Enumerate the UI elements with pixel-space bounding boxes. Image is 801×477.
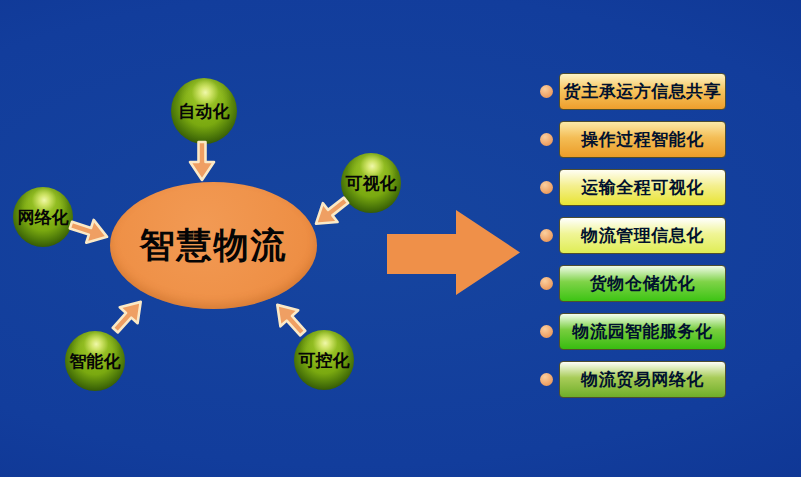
bullet-icon	[540, 373, 553, 386]
bullet-icon	[540, 229, 553, 242]
sphere-controllability-label: 可控化	[299, 349, 350, 372]
connector-arrow-icon	[63, 210, 114, 252]
bullet-icon	[540, 181, 553, 194]
bullet-icon	[540, 277, 553, 290]
list-item-label: 货主承运方信息共享	[564, 80, 722, 103]
list-item-bar: 运输全程可视化	[559, 169, 726, 206]
list-item-label: 货物仓储优化	[590, 272, 695, 295]
list-item-label: 操作过程智能化	[581, 128, 704, 151]
big-right-arrow-icon	[386, 209, 522, 297]
list-item-bar: 物流园智能服务化	[559, 313, 726, 350]
center-ellipse-label: 智慧物流	[140, 222, 288, 269]
list-item-bar: 物流贸易网络化	[559, 361, 726, 398]
bullet-icon	[540, 325, 553, 338]
list-item-label: 运输全程可视化	[581, 176, 704, 199]
center-ellipse: 智慧物流	[110, 182, 317, 309]
list-item-bar: 物流管理信息化	[559, 217, 726, 254]
bullet-icon	[540, 85, 553, 98]
connector-arrow-icon	[187, 139, 217, 183]
sphere-automation: 自动化	[171, 78, 237, 144]
sphere-network-label: 网络化	[18, 206, 69, 229]
list-item-label: 物流园智能服务化	[573, 320, 713, 343]
list-item-label: 物流贸易网络化	[581, 368, 704, 391]
list-item-bar: 货物仓储优化	[559, 265, 726, 302]
list-item-bar: 操作过程智能化	[559, 121, 726, 158]
sphere-intelligence-label: 智能化	[70, 350, 121, 373]
sphere-automation-label: 自动化	[179, 100, 230, 123]
sphere-controllability: 可控化	[294, 330, 354, 390]
list-item-bar: 货主承运方信息共享	[559, 73, 726, 110]
bullet-icon	[540, 133, 553, 146]
sphere-intelligence: 智能化	[65, 331, 125, 391]
list-item-label: 物流管理信息化	[581, 224, 704, 247]
sphere-visualization-label: 可视化	[346, 172, 397, 195]
